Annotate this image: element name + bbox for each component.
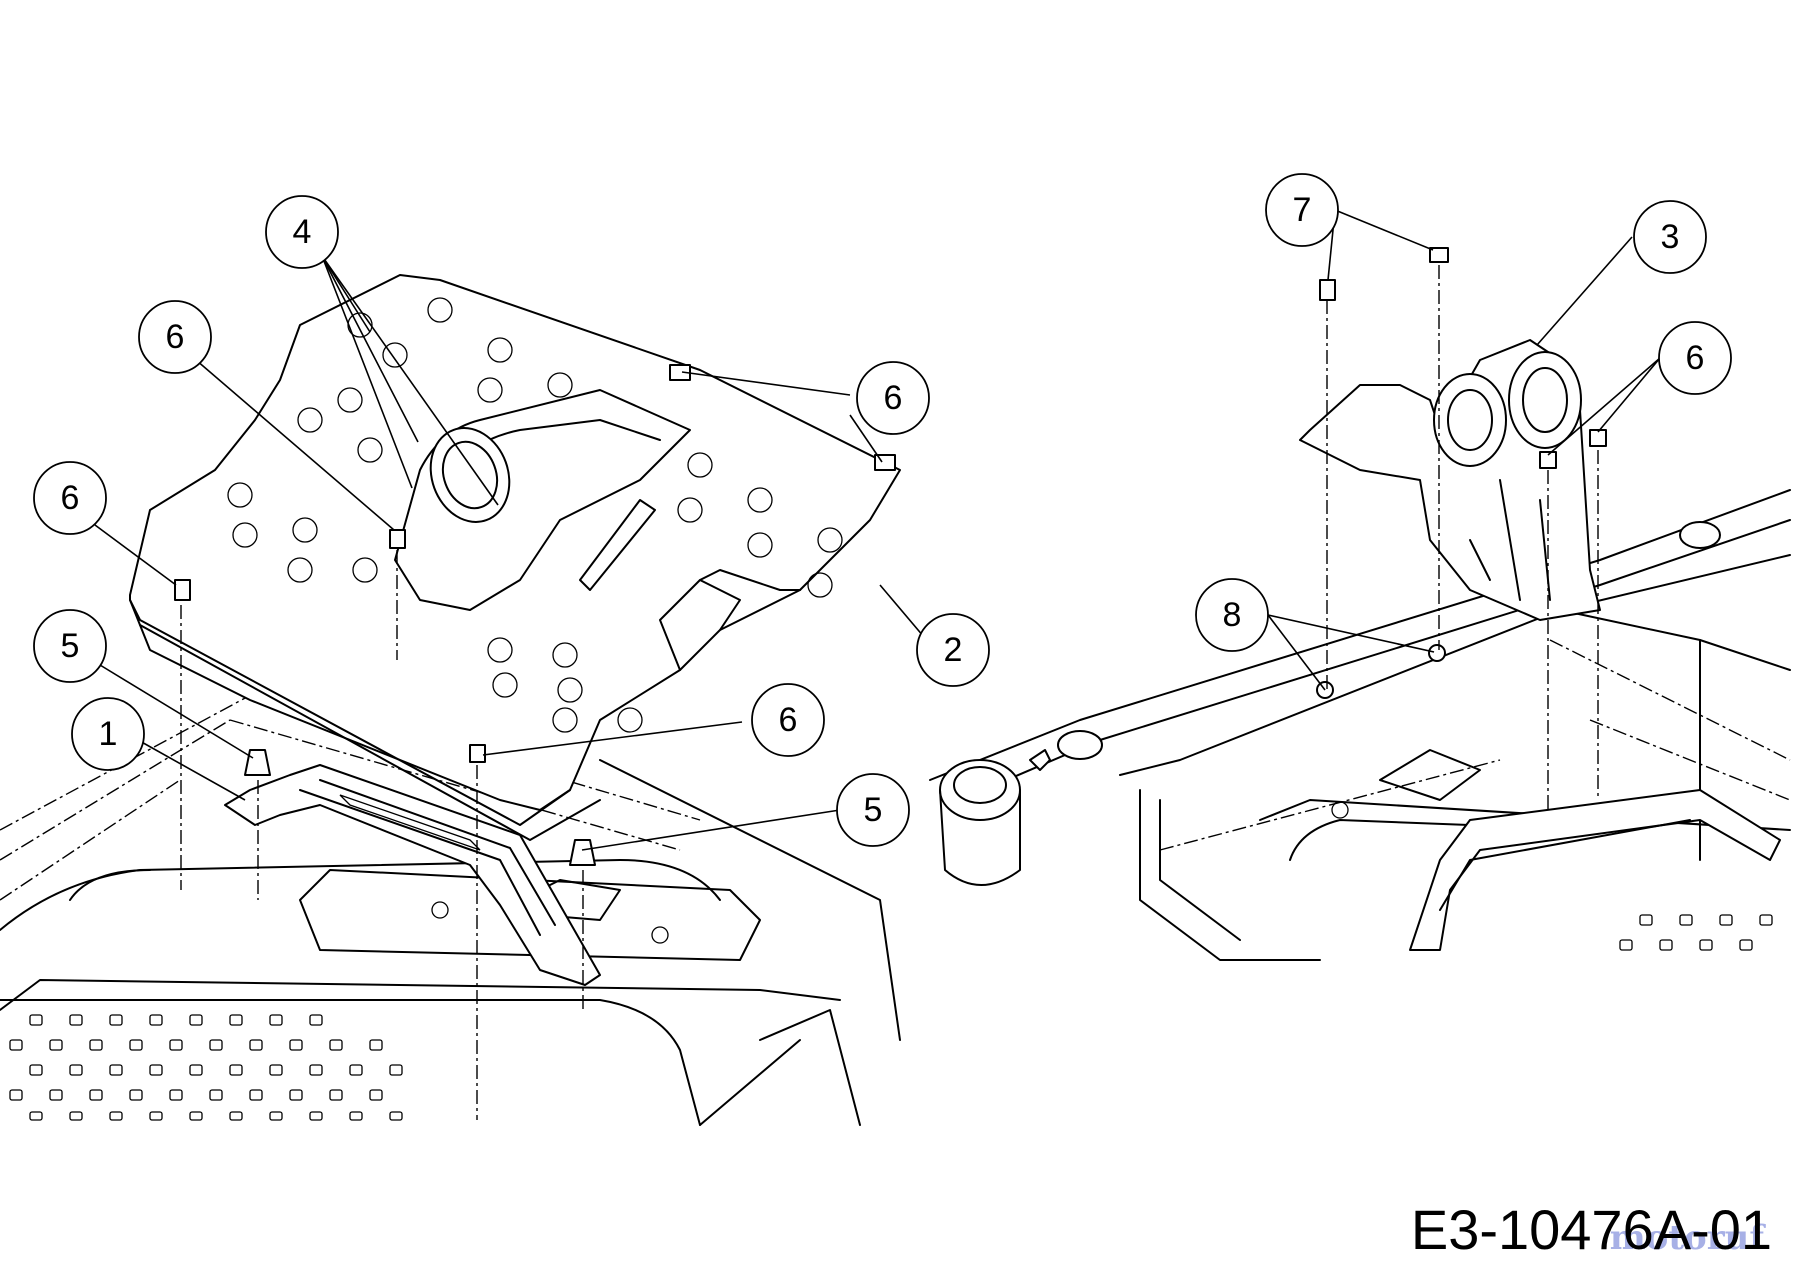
callout-6-left: 6 bbox=[33, 461, 107, 535]
right-frame bbox=[929, 489, 1791, 961]
left-assembly-lines bbox=[180, 550, 584, 1120]
left-frame bbox=[0, 689, 901, 1126]
seat-plate-part-2 bbox=[129, 274, 901, 841]
svg-text:7: 7 bbox=[1293, 191, 1312, 229]
floor-plate bbox=[0, 999, 701, 1126]
callouts: 4 6 6 6 2 5 1 6 bbox=[33, 173, 1732, 847]
svg-text:3: 3 bbox=[1661, 218, 1680, 256]
callout-7: 7 bbox=[1265, 173, 1339, 247]
seat-bracket-part-1 bbox=[224, 764, 601, 986]
callout-6-right: 6 bbox=[1658, 321, 1732, 395]
svg-text:6: 6 bbox=[1686, 339, 1705, 377]
right-assembly bbox=[929, 247, 1791, 961]
callout-5-right: 5 bbox=[836, 773, 910, 847]
callout-1: 1 bbox=[71, 697, 145, 771]
svg-text:6: 6 bbox=[61, 479, 80, 517]
svg-text:8: 8 bbox=[1223, 596, 1242, 634]
svg-text:2: 2 bbox=[944, 631, 963, 669]
pivot-hub bbox=[939, 521, 1721, 886]
svg-text:6: 6 bbox=[779, 701, 798, 739]
callout-leaders bbox=[94, 209, 1661, 851]
callout-5-left: 5 bbox=[33, 609, 107, 683]
right-floor-pattern bbox=[1619, 914, 1773, 951]
drawing-number: E3-10476A-01 bbox=[1410, 1198, 1772, 1261]
callout-6-upper-left: 6 bbox=[138, 300, 212, 374]
svg-text:1: 1 bbox=[99, 715, 118, 753]
callout-6-upper-right: 6 bbox=[856, 361, 930, 435]
left-assembly bbox=[0, 274, 901, 1126]
plate-studs bbox=[227, 297, 843, 733]
svg-text:6: 6 bbox=[884, 379, 903, 417]
watermark-logo: motoruf bbox=[1609, 1218, 1764, 1258]
svg-text:5: 5 bbox=[61, 627, 80, 665]
svg-text:6: 6 bbox=[166, 318, 185, 356]
callout-4: 4 bbox=[265, 195, 339, 269]
right-seat-bracket bbox=[1409, 789, 1781, 951]
svg-text:4: 4 bbox=[293, 213, 312, 251]
right-assembly-lines bbox=[1326, 265, 1599, 810]
svg-text:5: 5 bbox=[864, 791, 883, 829]
callout-3: 3 bbox=[1633, 200, 1707, 274]
callout-8: 8 bbox=[1195, 578, 1269, 652]
callout-6-lower: 6 bbox=[751, 683, 825, 757]
seat-mount-part-3 bbox=[1299, 339, 1601, 621]
seat-tray bbox=[299, 869, 761, 961]
callout-2: 2 bbox=[916, 613, 990, 687]
